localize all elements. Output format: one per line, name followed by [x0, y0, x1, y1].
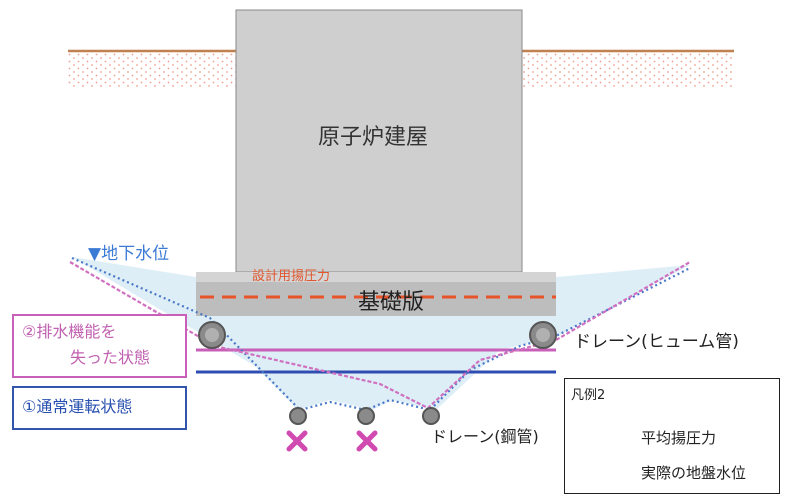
steel-drain-2 — [357, 407, 375, 425]
steel-drain-3 — [422, 407, 440, 425]
groundwater-line-blue — [71, 256, 691, 412]
hume-drain-right-inner — [536, 328, 550, 342]
soil-right — [522, 52, 734, 88]
state-lost-line1: ②排水機能を — [22, 322, 117, 341]
state-normal-box: ①通常運転状態 — [12, 386, 187, 430]
building-label: 原子炉建屋 — [318, 125, 429, 150]
reactor-building — [235, 9, 523, 273]
steel-drain-label: ドレーン(鋼管) — [431, 427, 539, 446]
hume-drain-left-inner — [205, 328, 219, 342]
groundwater-label: ▼地下水位 — [88, 244, 170, 264]
soil-left — [68, 52, 236, 88]
legend-avg-uplift: 平均揚圧力 — [641, 429, 717, 447]
slab-label: 基礎版 — [358, 290, 425, 315]
failure-mark-1 — [286, 430, 308, 452]
design-uplift-label: 設計用揚圧力 — [252, 269, 331, 284]
state-lost-function-box: ②排水機能を 失った状態 — [12, 314, 187, 378]
steel-drain-1 — [289, 407, 307, 425]
failure-mark-2 — [356, 430, 378, 452]
state-normal-label: ①通常運転状態 — [22, 397, 133, 416]
state-lost-line2: 失った状態 — [70, 348, 151, 367]
legend: 凡例2 平均揚圧力 実際の地盤水位 — [564, 378, 780, 494]
hume-drain-label: ドレーン(ヒューム管) — [574, 332, 739, 352]
legend-title: 凡例2 — [571, 388, 606, 403]
slab-top-strip — [196, 272, 556, 282]
legend-actual-groundwater: 実際の地盤水位 — [641, 464, 747, 482]
